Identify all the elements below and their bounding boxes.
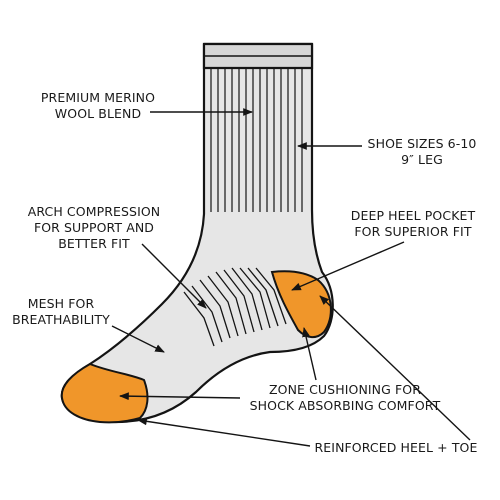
reinforced-pointer-toe bbox=[137, 417, 311, 447]
label-cushion-line-2: SHOCK ABSORBING COMFORT bbox=[249, 398, 441, 413]
heel-pocket-pointer bbox=[291, 241, 405, 291]
label-sizes-line-1: SHOE SIZES 6-10 bbox=[367, 136, 477, 151]
mesh-pointer bbox=[111, 325, 165, 353]
label-reinforced: REINFORCED HEEL + TOE bbox=[306, 440, 486, 456]
label-reinforced-line-1: REINFORCED HEEL + TOE bbox=[314, 440, 478, 455]
label-sizes: SHOE SIZES 6-10 9″ LEG bbox=[362, 136, 482, 168]
reinforced-pointer-heel bbox=[319, 295, 471, 441]
label-arch: ARCH COMPRESSION FOR SUPPORT AND BETTER … bbox=[14, 204, 174, 252]
leg-ribbing bbox=[210, 68, 303, 212]
arch-pointer bbox=[141, 243, 207, 309]
label-heel-pocket-line-1: DEEP HEEL POCKET bbox=[350, 208, 476, 223]
sock-body bbox=[60, 42, 334, 424]
cushion-pointer-toe bbox=[119, 392, 241, 401]
label-merino-line-2: WOOL BLEND bbox=[54, 106, 142, 121]
label-cushion: ZONE CUSHIONING FOR SHOCK ABSORBING COMF… bbox=[240, 382, 450, 414]
label-mesh: MESH FOR BREATHABILITY bbox=[6, 296, 116, 328]
label-mesh-line-2: BREATHABILITY bbox=[12, 312, 110, 327]
heel-reinforcement bbox=[270, 270, 332, 338]
label-heel-pocket: DEEP HEEL POCKET FOR SUPERIOR FIT bbox=[338, 208, 488, 240]
label-mesh-line-1: MESH FOR bbox=[27, 296, 95, 311]
label-arch-line-2: FOR SUPPORT AND bbox=[33, 220, 155, 235]
cushion-pointer-heel bbox=[302, 327, 317, 381]
arch-compression-lines bbox=[183, 267, 287, 347]
label-arch-line-1: ARCH COMPRESSION bbox=[27, 204, 161, 219]
toe-reinforcement bbox=[60, 362, 149, 424]
label-heel-pocket-line-2: FOR SUPERIOR FIT bbox=[354, 224, 472, 239]
label-arch-line-3: BETTER FIT bbox=[58, 236, 130, 251]
label-merino: PREMIUM MERINO WOOL BLEND bbox=[38, 90, 158, 122]
label-sizes-line-2: 9″ LEG bbox=[401, 152, 443, 167]
label-merino-line-1: PREMIUM MERINO bbox=[40, 90, 156, 105]
label-cushion-line-1: ZONE CUSHIONING FOR bbox=[268, 382, 422, 397]
callout-lines bbox=[111, 108, 471, 447]
